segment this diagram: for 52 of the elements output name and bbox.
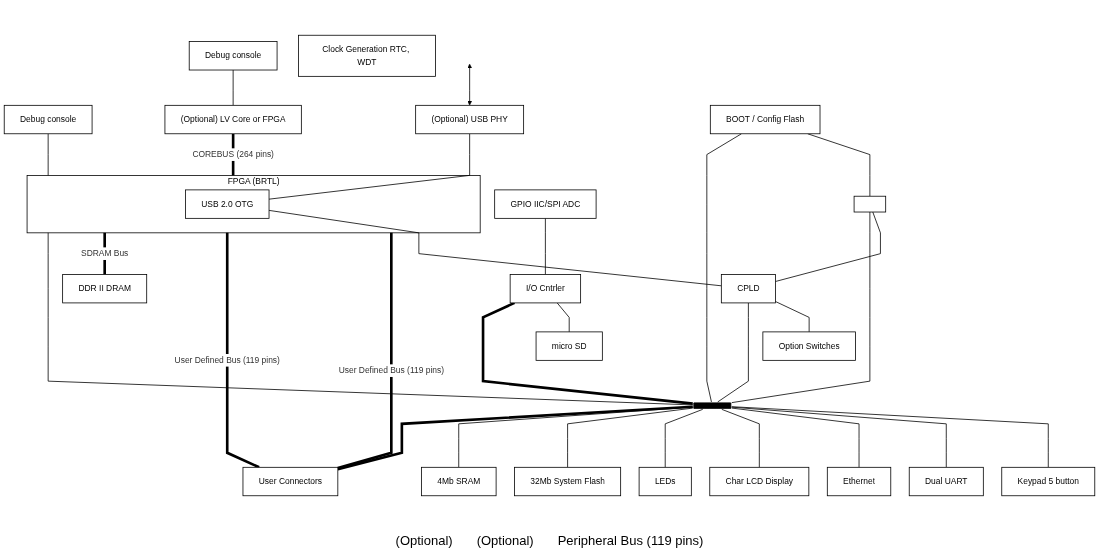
connector — [775, 211, 881, 282]
connector — [481, 301, 693, 405]
connector — [775, 301, 810, 333]
node-box: 32Mb System Flash — [514, 466, 622, 497]
node-box: BOOT / Config Flash — [709, 104, 821, 135]
node-box: 4Mb SRAM — [421, 466, 497, 497]
connector — [567, 407, 694, 468]
connector — [664, 408, 704, 468]
node-box: Debug console — [3, 104, 93, 135]
edge-label: SDRAM Bus — [81, 248, 129, 258]
node-box: Clock Generation RTC, WDT — [298, 34, 436, 77]
node-box: GPIO IIC/SPI ADC — [494, 189, 597, 219]
connector — [545, 217, 546, 275]
connector — [337, 232, 393, 470]
connector — [731, 211, 871, 404]
connector — [731, 406, 1049, 468]
connector — [337, 405, 693, 471]
connector — [731, 407, 860, 468]
connector — [458, 406, 694, 468]
node-box: LEDs — [638, 466, 692, 497]
connector — [268, 210, 722, 287]
connector — [721, 408, 760, 468]
node-box: Ethernet — [826, 466, 892, 497]
edge-label: User Defined Bus (119 pins) — [174, 355, 280, 365]
connector — [225, 232, 260, 469]
edge-label: COREBUS (264 pins) — [192, 149, 274, 159]
node-box: CPLD — [720, 274, 776, 304]
node-box: Keypad 5 button — [1001, 466, 1096, 497]
node-box: USB 2.0 OTG — [185, 189, 270, 219]
connector — [807, 133, 871, 197]
connector — [47, 133, 49, 176]
edge-label: User Defined Bus (119 pins) — [338, 365, 444, 375]
node-box: (Optional) LV Core or FPGA — [164, 104, 302, 135]
node-box: Option Switches — [762, 331, 856, 361]
node-box: Debug console — [188, 41, 278, 71]
note-label: Peripheral Bus (119 pins) — [557, 533, 704, 548]
node-box: Dual UART — [908, 466, 984, 497]
node-box — [853, 195, 887, 213]
node-box: (Optional) USB PHY — [415, 104, 525, 135]
connector — [706, 133, 742, 403]
node-box: Char LCD Display — [709, 466, 810, 497]
note-label: (Optional) — [395, 533, 453, 548]
connector — [232, 69, 234, 106]
connector — [268, 133, 471, 200]
note-label: (Optional) — [476, 533, 534, 548]
connector — [717, 302, 749, 403]
node-box: I/O Cntrler — [509, 274, 582, 304]
node-box: micro SD — [535, 331, 603, 361]
connector — [731, 406, 947, 468]
node-box: User Connectors — [242, 466, 339, 497]
node-box: DDR II DRAM — [62, 274, 148, 304]
connector — [556, 302, 570, 333]
